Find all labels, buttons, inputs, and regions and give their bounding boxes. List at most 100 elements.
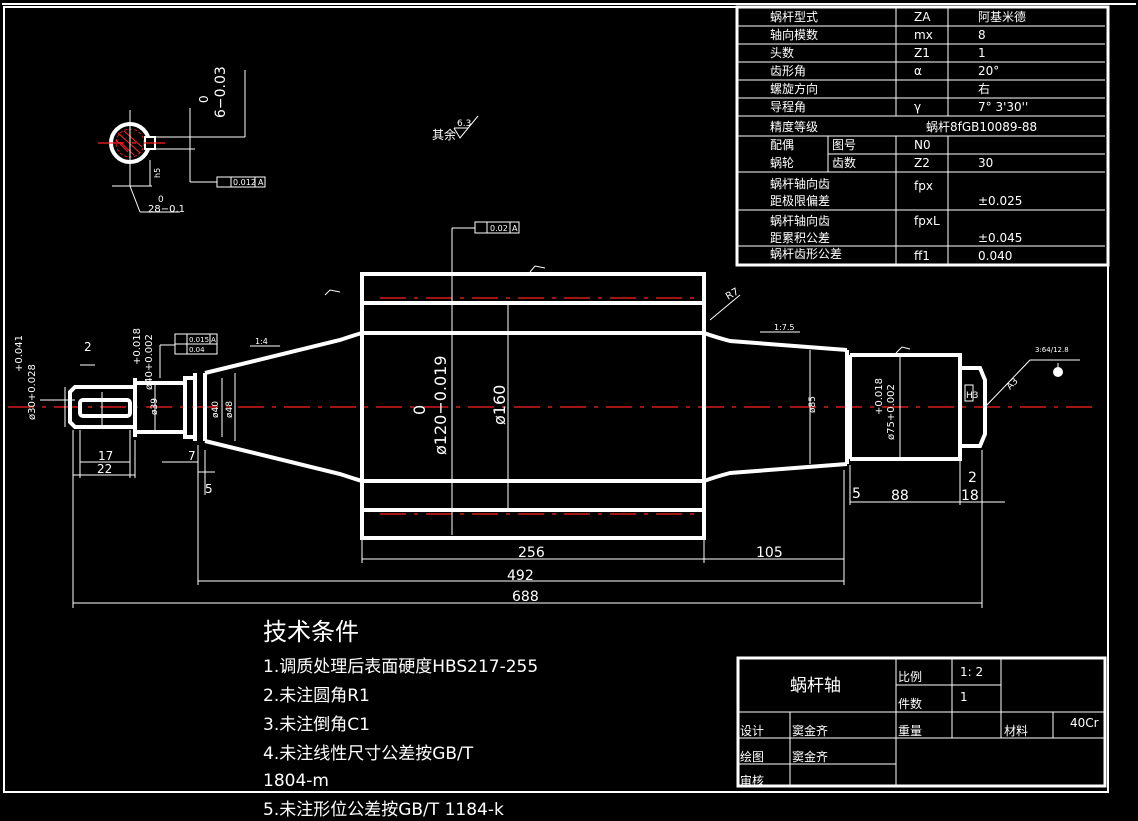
dim-phi85: ø85 — [808, 396, 818, 413]
spec-row-value: 阿基米德 — [978, 9, 1026, 24]
key-depth-dim: 28−0.1 — [148, 204, 185, 215]
gtol-datum-1: A — [512, 224, 518, 233]
dim-phi75: ø75+0.002 — [886, 384, 897, 440]
center-hole-a3: A3 — [1005, 377, 1020, 392]
spec-row-value: 右 — [978, 81, 990, 96]
dim-phi75-upper: +0.018 — [874, 378, 885, 415]
check-label: 审核 — [740, 773, 764, 788]
gtol-datum-2: A — [211, 336, 216, 344]
gtol-value-1: 0.02 — [490, 224, 508, 233]
svg-text:fpxL: fpxL — [914, 214, 940, 228]
radius-r7: R7 — [724, 286, 741, 302]
svg-text:距极限偏差: 距极限偏差 — [770, 193, 830, 208]
pair-sub-a: 图号 — [832, 138, 856, 152]
pair-value-b: 30 — [978, 156, 993, 170]
weight-label: 重量 — [898, 724, 922, 738]
dim-17: 17 — [98, 449, 113, 463]
dim-7: 7 — [188, 449, 196, 463]
part-name: 蜗杆轴 — [790, 676, 841, 696]
spec-row-value: 7° 3'30'' — [978, 100, 1028, 114]
rest-roughness-label: 其余 — [432, 127, 456, 142]
svg-text:蜗杆齿形公差: 蜗杆齿形公差 — [770, 246, 842, 261]
tech-line: 3.未注倒角C1 — [263, 715, 370, 735]
spec-row-label: 螺旋方向 — [770, 81, 818, 96]
keyway-section-view — [98, 70, 266, 213]
dim-492: 492 — [507, 568, 534, 584]
gtol-value-2: 0.015 — [189, 336, 209, 344]
spec-row-label: 导程角 — [770, 99, 806, 114]
tol-row-3: 蜗杆齿形公差 ff1 0.040 — [770, 246, 1012, 263]
spec-row-value: 8 — [978, 28, 986, 42]
pair-label-b: 蜗轮 — [770, 155, 794, 170]
spec-row-label: 齿形角 — [770, 64, 806, 78]
tech-line: 1804-m — [263, 771, 329, 791]
scale-label: 比例 — [898, 670, 922, 684]
svg-text:±0.025: ±0.025 — [978, 194, 1022, 208]
drafter-name: 窦金齐 — [792, 749, 828, 764]
draw-label: 绘图 — [740, 749, 764, 764]
dim-88: 88 — [891, 488, 909, 504]
dim-256: 256 — [518, 545, 545, 561]
svg-text:蜗杆轴向齿: 蜗杆轴向齿 — [770, 176, 830, 191]
dim-phi30-upper: +0.041 — [14, 335, 25, 372]
spec-table — [735, 5, 1110, 267]
dim-phi39: ø39 — [150, 398, 160, 415]
dim-2-left: 2 — [84, 340, 92, 354]
tech-title: 技术条件 — [263, 618, 359, 646]
spec-row-symbol: Z1 — [914, 46, 930, 60]
spec-row-label: 蜗杆型式 — [770, 9, 818, 24]
dim-18: 18 — [961, 488, 979, 504]
svg-text:0.040: 0.040 — [978, 249, 1012, 263]
dim-phi40: ø40 — [211, 401, 221, 418]
scale-value: 1: 2 — [960, 665, 983, 679]
dim-phi120-upper: 0 — [410, 405, 429, 415]
spec-row-symbol: γ — [914, 100, 921, 114]
key-h5-label: h5 — [153, 168, 162, 178]
pair-symbol-b: Z2 — [914, 156, 930, 170]
svg-text:蜗杆轴向齿: 蜗杆轴向齿 — [770, 213, 830, 228]
spec-row-value: 1 — [978, 46, 986, 60]
key-gtol-value: 0.012 — [233, 178, 256, 187]
svg-text:fpx: fpx — [914, 179, 933, 193]
rest-roughness-value: 6.3 — [457, 119, 471, 129]
dim-phi40a: ø40+0.002 — [144, 334, 155, 390]
taper-right: 1:7.5 — [774, 323, 795, 332]
dim-phi160: ø160 — [490, 385, 509, 425]
drawing-frame — [2, 3, 1136, 5]
dim-phi40a-upper: +0.018 — [132, 328, 143, 365]
shaft-outline — [8, 272, 1100, 540]
dim-phi120: ø120−0.019 — [431, 355, 450, 455]
design-label: 设计 — [740, 724, 764, 738]
spec-row-label: 精度等级 — [770, 119, 818, 134]
spec-row-symbol: α — [914, 64, 922, 78]
spec-row-label: 轴向模数 — [770, 27, 818, 42]
qty-value: 1 — [960, 690, 968, 704]
title-block — [736, 656, 1107, 788]
dim-2-right: 2 — [968, 470, 977, 486]
tech-line: 1.调质处理后表面硬度HBS217-255 — [263, 657, 538, 677]
dim-105: 105 — [756, 545, 783, 561]
spec-row-value: 20° — [978, 64, 999, 78]
material-value: 40Cr — [1070, 716, 1099, 730]
material-label: 材料 — [1004, 724, 1028, 738]
svg-text:±0.045: ±0.045 — [978, 231, 1022, 245]
pair-sub-b: 齿数 — [832, 155, 856, 170]
pair-label-a: 配偶 — [770, 138, 794, 152]
spec-row-symbol: mx — [914, 28, 933, 42]
taper-left: 1:4 — [255, 337, 268, 346]
spec-row-value: 蜗杆8fGB10089-88 — [926, 119, 1037, 134]
tech-line: 2.未注圆角R1 — [263, 686, 370, 706]
key-width-dim: 6−0.03 — [213, 66, 229, 118]
tech-line: 5.未注形位公差按GB/T 1184-k — [263, 800, 504, 820]
dim-5-right: 5 — [852, 486, 861, 502]
roughness-symbol-icon — [453, 115, 479, 139]
dim-phi30: ø30+0.028 — [27, 364, 38, 420]
spec-row-label: 头数 — [770, 45, 794, 60]
drawing-border — [3, 6, 1109, 793]
dim-22: 22 — [97, 462, 112, 476]
tol-row-1: 蜗杆轴向齿 距极限偏差 fpx ±0.025 — [770, 176, 1022, 208]
designer-name: 窦金齐 — [792, 723, 828, 738]
gtol-value-3: 0.04 — [189, 346, 205, 354]
center-hole-note: 3:64/12.8 — [1035, 346, 1069, 354]
